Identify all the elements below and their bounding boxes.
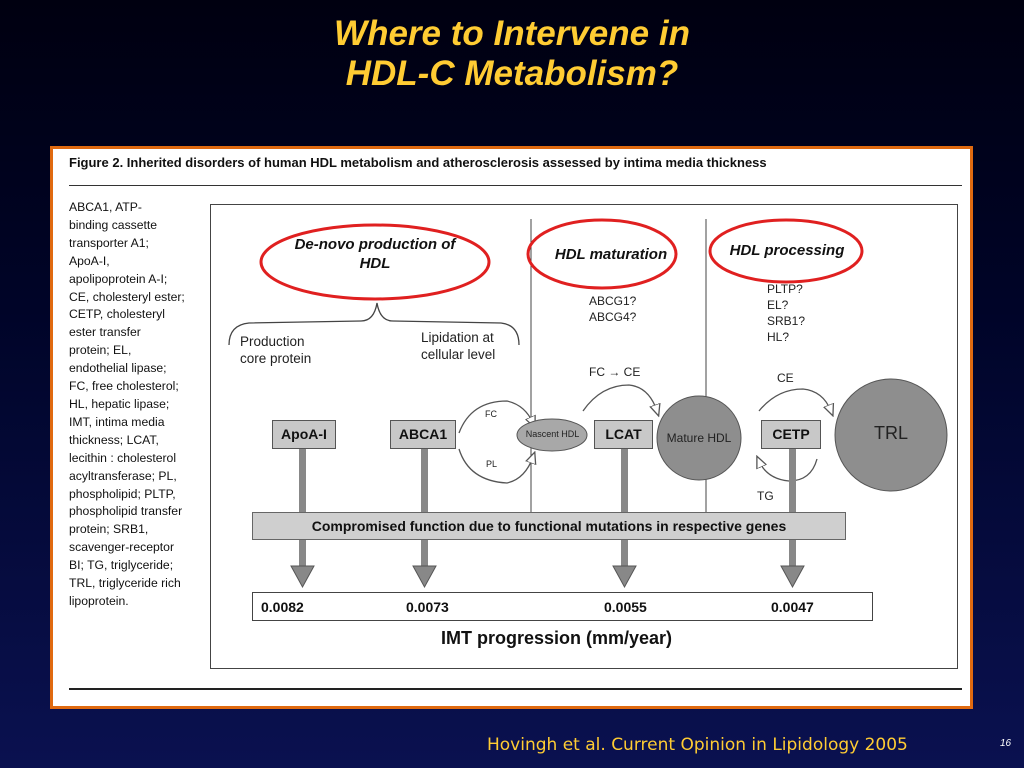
legend-line: ester transfer [69, 325, 141, 340]
trl-label: TRL [873, 423, 908, 443]
compromised-function-band: Compromised function due to functional m… [252, 512, 846, 540]
figure-panel: Figure 2. Inherited disorders of human H… [50, 146, 973, 709]
legend-line: FC, free cholesterol; [69, 379, 179, 394]
imt-value-lcat: 0.0055 [604, 599, 647, 615]
gene-srb1: SRB1? [767, 314, 806, 328]
legend-line: lecithin : cholesterol [69, 450, 177, 465]
ce-arrow [758, 388, 831, 411]
legend-line: ABCA1, ATP- [69, 200, 142, 214]
legend-line: TRL, triglyceride rich [69, 576, 181, 591]
production-line2: core protein [240, 351, 312, 366]
fc-to-ce-label: FC → CE [589, 365, 641, 379]
figure-title: Figure 2. Inherited disorders of human H… [69, 155, 767, 170]
legend-line: acyltransferase; PL, [69, 468, 177, 483]
bottom-rule [69, 688, 962, 690]
arrowhead-lcat [612, 565, 637, 589]
imt-value-apoa1: 0.0082 [261, 599, 304, 615]
arrowhead-apoa1 [290, 565, 315, 589]
section-processing-title: HDL processing [729, 242, 845, 259]
legend-line: apolipoprotein A-I; [69, 271, 168, 286]
legend-line: protein; SRB1, [69, 522, 149, 537]
section-denovo-line2: HDL [359, 255, 391, 272]
imt-progression-label: IMT progression (mm/year) [441, 628, 673, 648]
imt-value-cetp: 0.0047 [771, 599, 814, 615]
gene-hl: HL? [767, 330, 790, 344]
legend-line: ApoA-I, [69, 253, 110, 268]
stem-apoa1 [299, 447, 306, 566]
box-abca1: ABCA1 [390, 420, 456, 449]
gene-abcg1: ABCG1? [589, 294, 637, 308]
candidate-genes-maturation: ABCG1? ABCG4? [589, 293, 636, 325]
slide-title-line1: Where to Intervene in [334, 14, 690, 53]
section-denovo-title: De-novo production of HDL [275, 235, 475, 273]
candidate-genes-processing: PLTP? EL? SRB1? HL? [767, 281, 805, 345]
lipidation-line1: Lipidation at [421, 330, 494, 345]
stem-abca1 [421, 447, 428, 566]
lipidation-label: Lipidation at cellular level [421, 329, 495, 363]
mature-hdl-particle [656, 395, 742, 481]
tg-label: TG [757, 489, 774, 503]
page-number: 16 [1000, 738, 1012, 749]
nascent-hdl-particle [516, 418, 588, 452]
stem-lcat [621, 447, 628, 566]
slide-title-line2: HDL-C Metabolism? [345, 54, 679, 93]
hdl-metabolism-diagram: De-novo production of HDL HDL maturation… [210, 204, 958, 669]
ce-label: CE [777, 371, 794, 385]
legend-line: CE, cholesteryl ester; [69, 289, 185, 304]
legend-line: lipoprotein. [69, 593, 129, 608]
abbreviation-legend: ABCA1, ATP- binding cassette transporter… [69, 199, 202, 611]
trl-particle [834, 378, 948, 492]
imt-value-abca1: 0.0073 [406, 599, 449, 615]
box-cetp: CETP [761, 420, 821, 449]
legend-line: phospholipid; PLTP, [69, 486, 176, 501]
fc-label: FC [485, 409, 497, 419]
legend-line: BI; TG, triglyceride; [69, 558, 174, 573]
pl-arrow [458, 448, 533, 484]
highlight-ring-processing [708, 218, 864, 284]
citation: Hovingh et al. Current Opinion in Lipido… [487, 735, 908, 755]
section-maturation-title: HDL maturation [554, 246, 668, 263]
arrowhead-abca1 [412, 565, 437, 589]
gene-pltp: PLTP? [767, 282, 803, 296]
legend-line: HL, hepatic lipase; [69, 396, 170, 411]
legend-line: thickness; LCAT, [69, 432, 159, 447]
slide-title: Where to Intervene in HDL-C Metabolism? [0, 14, 1024, 94]
tg-arrow [759, 459, 818, 482]
box-apoa1: ApoA-I [272, 420, 336, 449]
legend-line: protein; EL, [69, 343, 132, 358]
diagram-graphics [228, 218, 948, 589]
box-lcat: LCAT [594, 420, 653, 449]
lipidation-line2: cellular level [421, 347, 496, 362]
legend-line: binding cassette [69, 217, 158, 232]
top-rule [69, 185, 962, 186]
gene-el: EL? [767, 298, 789, 312]
production-line1: Production [240, 334, 305, 349]
curly-brace [228, 302, 520, 346]
arrowhead-cetp [780, 565, 805, 589]
legend-line: transporter A1; [69, 235, 149, 250]
legend-line: phospholipid transfer [69, 504, 183, 519]
section-denovo-line1: De-novo production of [294, 236, 456, 253]
stem-cetp [789, 447, 796, 566]
legend-line: scavenger-receptor [69, 540, 174, 555]
lcat-arrow [582, 384, 657, 411]
imt-values-box: 0.0082 0.0073 0.0055 0.0047 [252, 592, 873, 621]
pl-label: PL [486, 459, 498, 469]
legend-line: endothelial lipase; [69, 361, 167, 376]
legend-line: IMT, intima media [69, 414, 165, 429]
highlight-ring-denovo [259, 223, 491, 301]
highlight-ring-maturation [526, 218, 678, 290]
nascent-hdl-label: Nascent HDL [525, 429, 580, 439]
production-label: Production core protein [240, 333, 311, 367]
legend-line: CETP, cholesteryl [69, 307, 165, 322]
fc-arrow [458, 400, 533, 434]
gene-abcg4: ABCG4? [589, 310, 637, 324]
mature-hdl-label: Mature HDL [666, 431, 732, 445]
